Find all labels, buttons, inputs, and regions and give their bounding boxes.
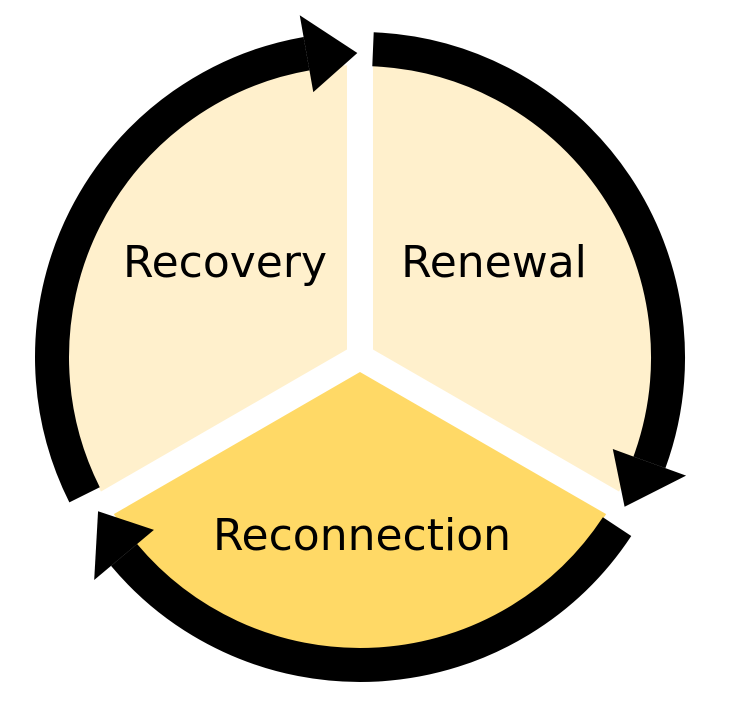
- segment-divider: [99, 345, 367, 515]
- arrow-shaft: [372, 32, 685, 469]
- segment-divider: [353, 345, 621, 515]
- segment-label-recovery: Recovery: [123, 237, 327, 288]
- arrow-recovery-to-renewal: [35, 15, 358, 503]
- arrowhead-icon: [299, 15, 358, 93]
- segment-label-renewal: Renewal: [401, 237, 587, 288]
- arrow-shaft: [111, 517, 632, 682]
- segment-label-reconnection: Reconnection: [213, 510, 511, 561]
- arrow-renewal-to-reconnection: [372, 32, 687, 507]
- arrow-reconnection-to-recovery: [94, 511, 632, 682]
- arrow-shaft: [35, 36, 310, 503]
- segment-divider: [347, 64, 373, 357]
- arrowhead-icon: [94, 511, 154, 581]
- arrowhead-icon: [612, 449, 687, 507]
